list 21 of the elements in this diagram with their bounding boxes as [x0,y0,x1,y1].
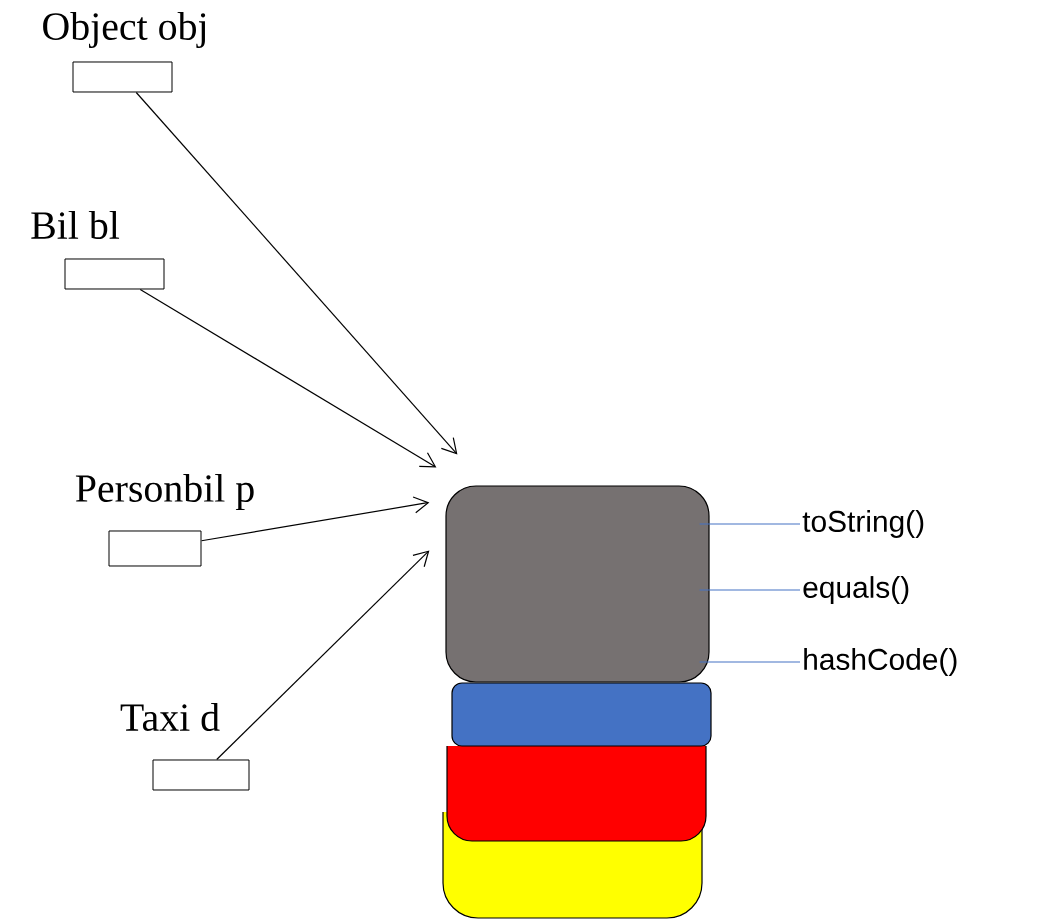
leader-line [699,523,801,525]
variable-box: Personbil p [75,473,254,567]
leader-line [699,661,801,663]
node-label: Bil bl [31,210,120,240]
method-label: toString() [802,510,924,538]
leader-line [699,589,801,591]
rounded-box [451,682,712,747]
variable-box: Object obj [43,11,206,93]
node-label: Taxi d [120,702,220,732]
variable-box: Taxi d [120,703,250,791]
arrow [139,288,437,468]
rounded-box [445,485,710,683]
arrow [200,496,430,542]
method-label: equals() [803,576,909,604]
node-label: Object obj [43,11,206,49]
method-label: hashCode() [804,648,957,676]
arrow [216,550,430,761]
arrow [135,91,458,455]
rounded-box [446,745,707,842]
node-label: Personbil p [75,473,254,511]
variable-box: Bil bl [31,211,165,290]
